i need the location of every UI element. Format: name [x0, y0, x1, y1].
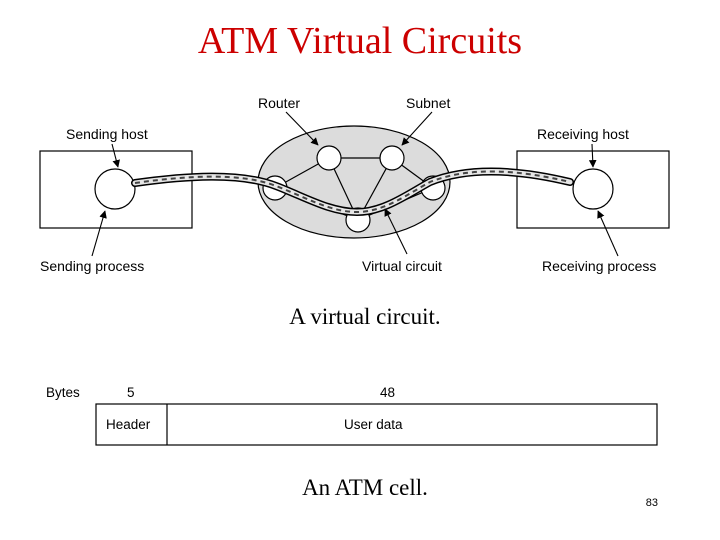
- virtual-circuit-caption: A virtual circuit.: [289, 304, 441, 329]
- sending-process-label: Sending process: [40, 258, 144, 274]
- header-field-label: Header: [106, 417, 151, 432]
- atm-cell-caption: An ATM cell.: [302, 475, 428, 500]
- user-data-field-label: User data: [344, 417, 403, 432]
- virtual-circuit-path: [131, 167, 574, 217]
- bytes-label: Bytes: [46, 385, 80, 400]
- receiving-process-circle: [572, 168, 614, 210]
- router-node: [379, 145, 405, 171]
- annotation-arrows: [91, 111, 619, 257]
- receiving-host-label: Receiving host: [537, 126, 629, 142]
- header-bytes-label: 5: [127, 385, 135, 400]
- slide-title: ATM Virtual Circuits: [197, 20, 523, 62]
- virtual-circuit-label: Virtual circuit: [362, 258, 442, 274]
- router-node: [316, 145, 342, 171]
- sending-process-circle: [94, 168, 136, 210]
- receiving-process-label: Receiving process: [542, 258, 656, 274]
- router-label: Router: [258, 95, 300, 111]
- subnet-label: Subnet: [406, 95, 450, 111]
- atm-cell-box: [95, 403, 658, 446]
- data-bytes-label: 48: [380, 385, 395, 400]
- page-number: 83: [645, 497, 658, 509]
- routers: [262, 145, 446, 233]
- sending-host-label: Sending host: [66, 126, 148, 142]
